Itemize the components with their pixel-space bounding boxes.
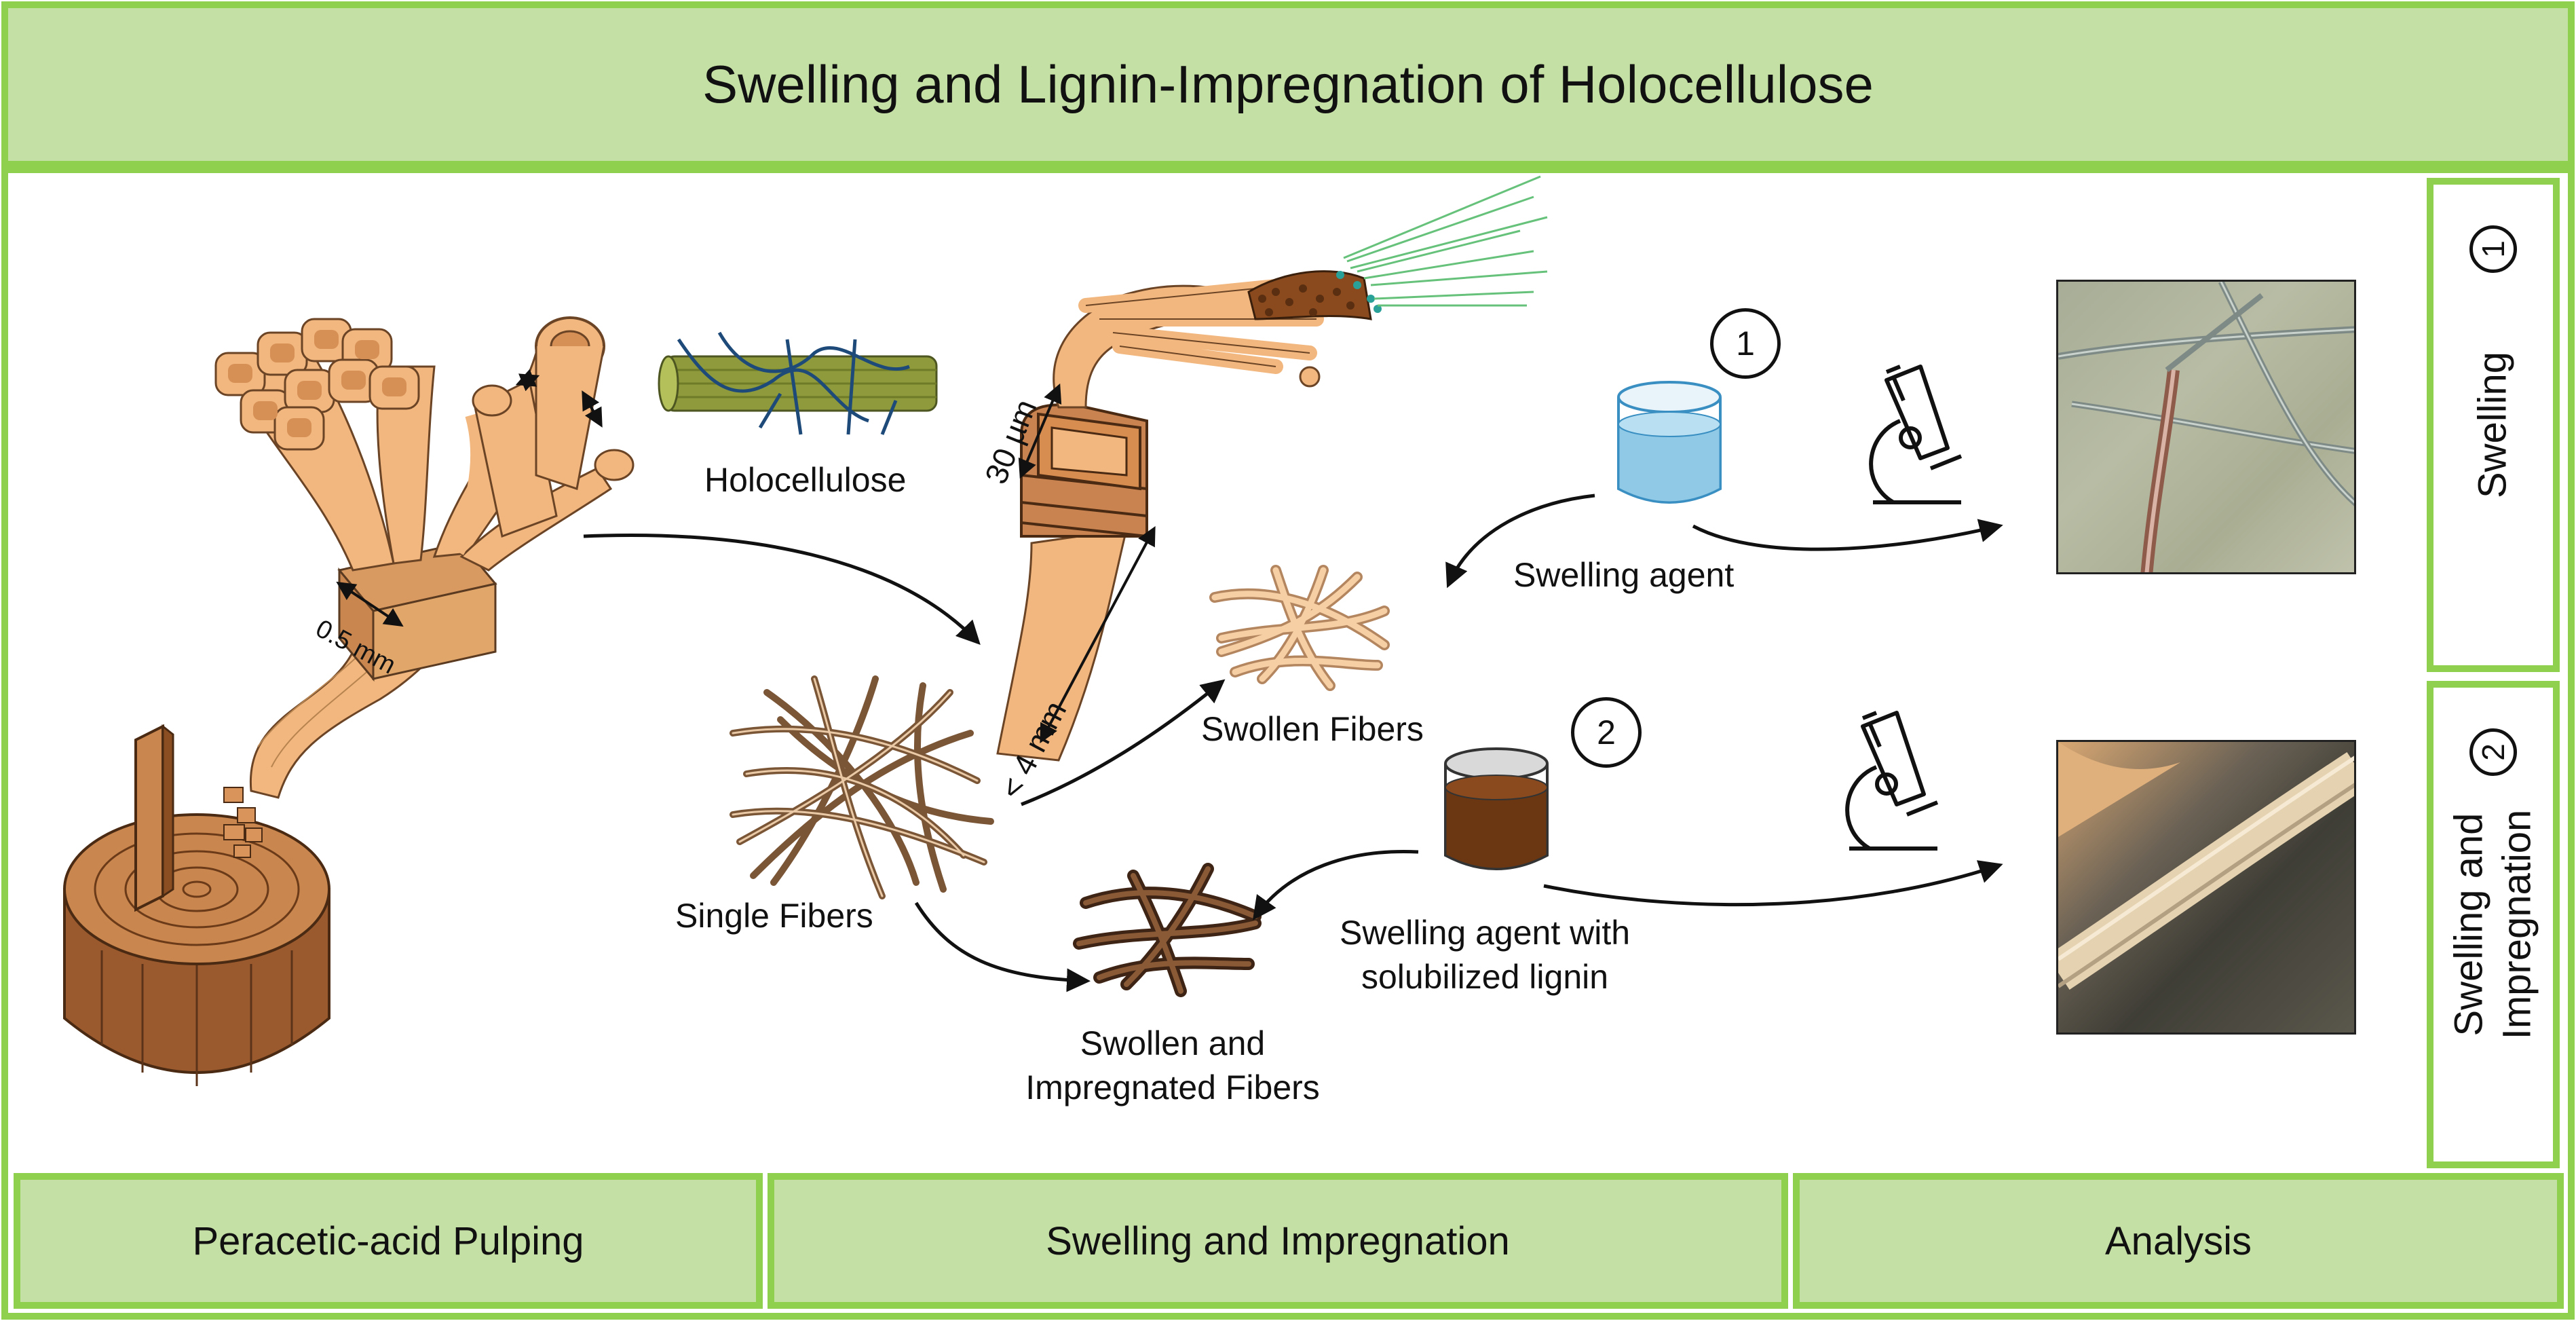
microscope-icon: [1845, 711, 1939, 851]
label-swelling-agent-lignin: Swelling agent with solubilized lignin: [1339, 914, 1631, 996]
side-panel-swelling: 1 Swelling: [2427, 178, 2560, 672]
side-panel-impregnation: 2 Swelling and Impregnation: [2427, 681, 2560, 1168]
micrograph-impregnation-fibers: [2058, 742, 2354, 990]
single-fibers-icon: [730, 675, 994, 899]
label-swelling-agent: Swelling agent: [1513, 556, 1735, 594]
beaker-lignin-icon: [1444, 747, 1549, 870]
diagram-title: Swelling and Lignin-Impregnation of Holo…: [1, 1, 2575, 168]
footer-swelling-impregnation: Swelling and Impregnation: [768, 1173, 1788, 1309]
footer-pulping: Peracetic-acid Pulping: [14, 1173, 763, 1309]
microscope-icon: [1869, 365, 1963, 504]
micrograph-swelling: [2056, 280, 2356, 574]
footer-analysis: Analysis: [1793, 1173, 2564, 1309]
microfibril-bundle-icon: [658, 331, 938, 435]
beaker-water-icon: [1617, 381, 1722, 504]
label-swollen-fibers: Swollen Fibers: [1201, 710, 1424, 748]
micrograph-swelling-fibers: [2058, 282, 2354, 572]
flow-arrows: [583, 494, 2003, 992]
step-marker-1: 1: [1710, 308, 1781, 379]
main-frame: [1, 166, 2575, 1320]
label-swollen-impregnated-fibers: Swollen and Impregnated Fibers: [1025, 1024, 1320, 1106]
wood-stump-icon: [63, 724, 330, 1086]
fiber-icon: [996, 175, 1548, 762]
fiber-tube-icon: [336, 316, 634, 627]
step-marker-2: 2: [1571, 697, 1642, 768]
label-single-fibers: Single Fibers: [675, 897, 873, 935]
label-holocellulose: Holocellulose: [704, 461, 907, 499]
micrograph-impregnation: [2056, 740, 2356, 1035]
